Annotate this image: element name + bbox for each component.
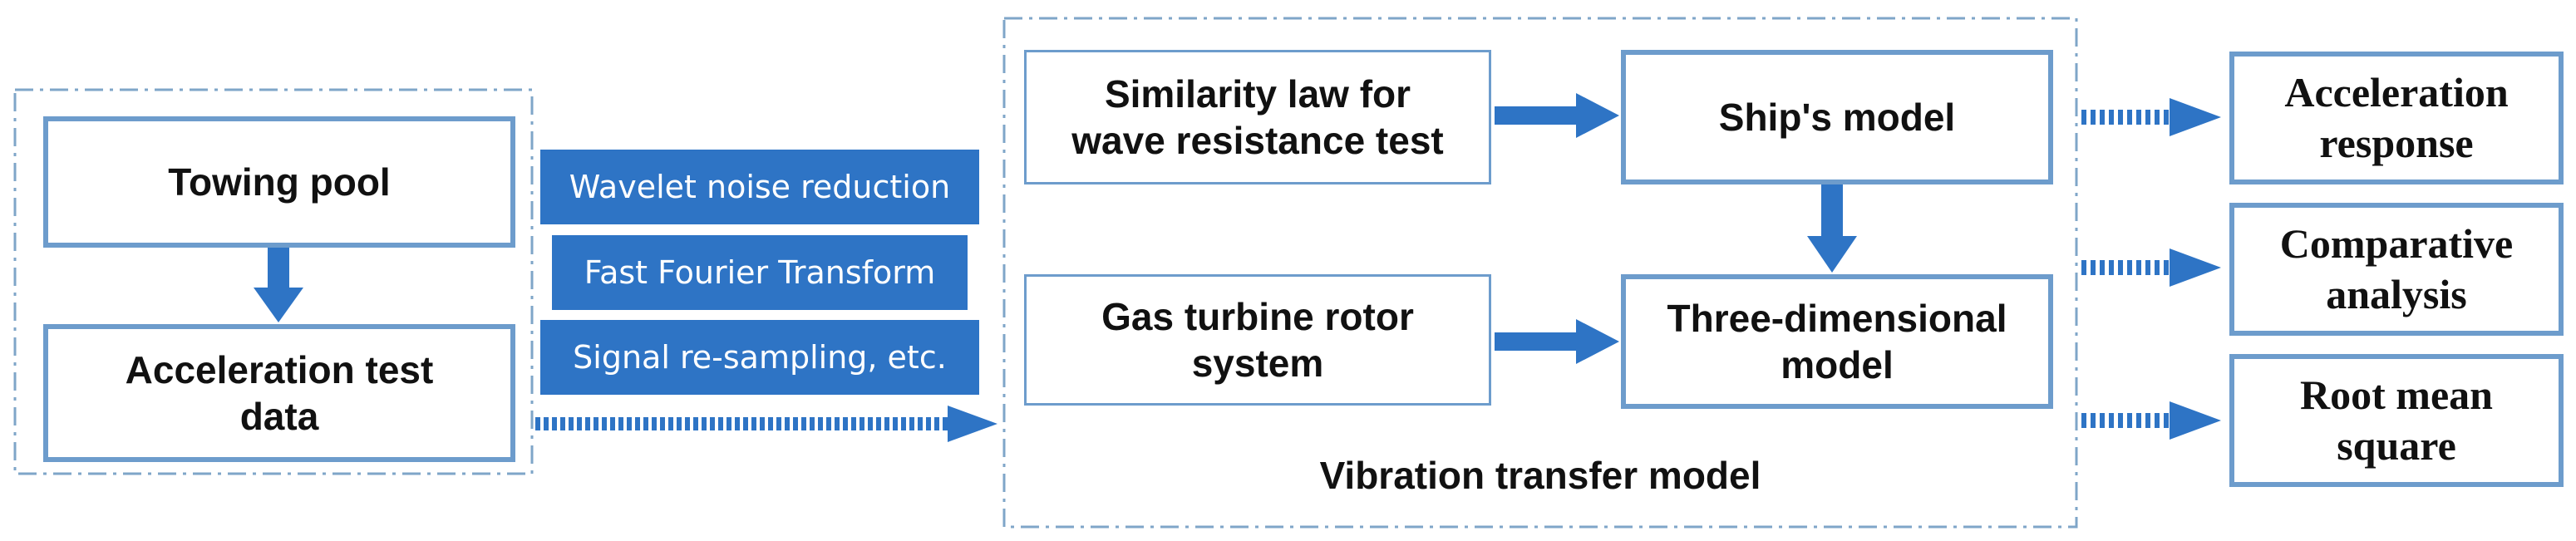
- gas-turbine-box: Gas turbine rotor system: [1024, 274, 1491, 406]
- left-group-outline: [13, 88, 534, 475]
- similarity-law-box: Similarity law for wave resistance test: [1024, 50, 1491, 184]
- root-mean-square-box: Root mean square: [2229, 354, 2564, 487]
- towing-pool-box: Towing pool: [43, 116, 515, 248]
- ships-model-box: Ship's model: [1621, 50, 2053, 184]
- acceleration-test-data-box: Acceleration test data: [43, 324, 515, 462]
- step-resampling-label: Signal re-sampling, etc.: [573, 339, 947, 376]
- arrow-to-root-mean-square: [2081, 401, 2221, 440]
- comparative-analysis-box: Comparative analysis: [2229, 203, 2564, 336]
- acceleration-response-box: Acceleration response: [2229, 52, 2564, 184]
- step-fast-fourier-transform: Fast Fourier Transform: [552, 235, 968, 310]
- step-wavelet-label: Wavelet noise reduction: [569, 169, 951, 205]
- arrow-similarity-to-ship: [1495, 93, 1619, 138]
- vibration-transfer-model-caption: Vibration transfer model: [1319, 454, 1761, 497]
- arrow-to-comparative-analysis: [2081, 248, 2221, 287]
- towing-pool-label: Towing pool: [168, 160, 391, 204]
- acceleration-response-label: Acceleration response: [2284, 69, 2509, 166]
- arrow-gas-to-3d: [1495, 319, 1619, 364]
- vibration-group-outline: [1002, 17, 2078, 529]
- similarity-law-label: Similarity law for wave resistance test: [1071, 71, 1444, 162]
- step-signal-resampling: Signal re-sampling, etc.: [540, 320, 979, 395]
- arrow-to-acceleration-response: [2081, 98, 2221, 136]
- arrow-towing-to-data: [254, 248, 303, 322]
- three-dimensional-model-box: Three-dimensional model: [1621, 274, 2053, 409]
- three-dimensional-label: Three-dimensional model: [1667, 296, 2007, 386]
- step-wavelet-noise-reduction: Wavelet noise reduction: [540, 150, 979, 224]
- step-fft-label: Fast Fourier Transform: [584, 254, 936, 291]
- ships-model-label: Ship's model: [1718, 95, 1956, 139]
- acceleration-test-data-label: Acceleration test data: [125, 347, 434, 438]
- arrow-data-to-model: [535, 406, 997, 442]
- comparative-analysis-label: Comparative analysis: [2279, 220, 2514, 317]
- root-mean-square-label: Root mean square: [2300, 371, 2493, 469]
- arrow-ship-to-3d: [1807, 184, 1857, 273]
- gas-turbine-label: Gas turbine rotor system: [1101, 294, 1414, 385]
